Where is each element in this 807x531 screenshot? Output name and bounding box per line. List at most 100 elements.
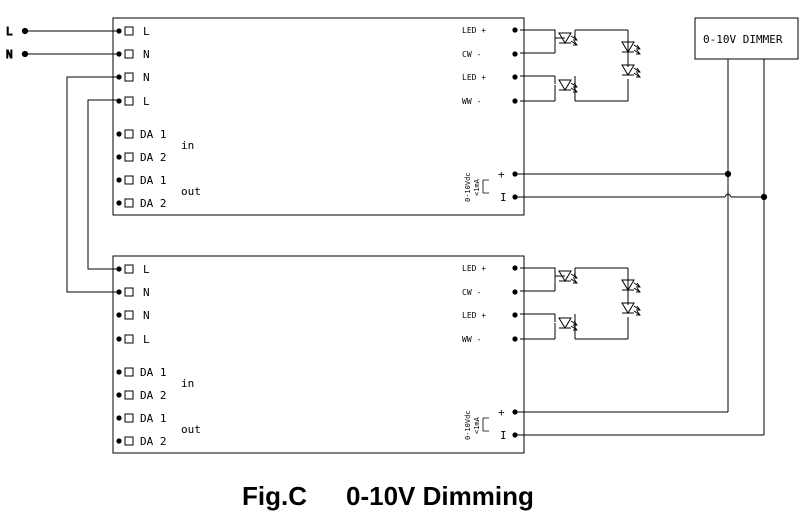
terminal-dot — [116, 28, 122, 34]
terminal-label: N — [143, 48, 150, 61]
dali-terminal-label: DA 2 — [140, 151, 167, 164]
terminal-dot — [116, 177, 122, 183]
output-terminal-label: LED + — [462, 73, 486, 82]
terminal-dot — [512, 336, 518, 342]
terminal-dot — [116, 74, 122, 80]
dim-plus-label: + — [498, 406, 505, 419]
output-terminal-label: LED + — [462, 26, 486, 35]
terminal-dot — [512, 27, 518, 33]
led-diode-icon — [621, 64, 641, 78]
dali-terminal-label: DA 2 — [140, 197, 167, 210]
terminal-square-icon — [124, 367, 134, 377]
terminal-label: L — [143, 25, 150, 38]
dali-in-label: in — [181, 139, 194, 152]
terminal-dot — [116, 200, 122, 206]
terminal-label: L — [143, 263, 150, 276]
terminal-dot — [116, 336, 122, 342]
terminal-square-icon — [124, 72, 134, 82]
terminal-dot — [512, 171, 518, 177]
terminal-dot — [116, 154, 122, 160]
dim-spec-current: <1mA — [473, 416, 481, 434]
dimmer-box — [694, 17, 799, 60]
dim-spec-current: <1mA — [473, 178, 481, 196]
terminal-dot — [512, 312, 518, 318]
terminal-square-icon — [124, 198, 134, 208]
terminal-dot — [512, 74, 518, 80]
terminal-square-icon — [124, 175, 134, 185]
terminal-dot — [512, 194, 518, 200]
led-diode-icon — [558, 317, 578, 331]
output-terminal-label: CW - — [462, 50, 481, 59]
mains-line-label: L — [6, 25, 13, 38]
terminal-dot — [116, 438, 122, 444]
terminal-square-icon — [124, 287, 134, 297]
terminal-label: L — [143, 95, 150, 108]
terminal-square-icon — [124, 390, 134, 400]
led-diode-icon — [621, 279, 641, 293]
dali-terminal-label: DA 1 — [140, 366, 167, 379]
terminal-dot — [116, 369, 122, 375]
terminal-label: L — [143, 333, 150, 346]
dali-out-label: out — [181, 423, 201, 436]
dali-out-label: out — [181, 185, 201, 198]
dim-spec-voltage: 0-10Vdc — [464, 172, 472, 202]
bus-junction-dot — [724, 170, 732, 178]
output-terminal-label: WW - — [462, 97, 481, 106]
output-terminal-label: CW - — [462, 288, 481, 297]
terminal-dot — [512, 265, 518, 271]
dali-terminal-label: DA 2 — [140, 435, 167, 448]
figure-title: 0-10V Dimming — [346, 481, 534, 511]
output-terminal-label: LED + — [462, 264, 486, 273]
figure-label: Fig.C — [242, 481, 307, 511]
terminal-label: N — [143, 71, 150, 84]
terminal-square-icon — [124, 152, 134, 162]
dim-plus-label: + — [498, 168, 505, 181]
terminal-dot — [116, 392, 122, 398]
terminal-square-icon — [124, 334, 134, 344]
dali-terminal-label: DA 2 — [140, 389, 167, 402]
terminal-dot — [116, 415, 122, 421]
terminal-square-icon — [124, 96, 134, 106]
terminal-square-icon — [124, 436, 134, 446]
dali-terminal-label: DA 1 — [140, 412, 167, 425]
terminal-dot — [512, 289, 518, 295]
terminal-label: N — [143, 286, 150, 299]
led-diode-icon — [558, 32, 578, 46]
dimmer-label: 0-10V DIMMER — [703, 33, 783, 46]
output-terminal-label: LED + — [462, 311, 486, 320]
terminal-dot — [116, 131, 122, 137]
terminal-square-icon — [124, 129, 134, 139]
terminal-square-icon — [124, 26, 134, 36]
terminal-label: N — [143, 309, 150, 322]
terminal-dot — [512, 432, 518, 438]
terminal-square-icon — [124, 49, 134, 59]
terminal-square-icon — [124, 264, 134, 274]
led-diode-icon — [558, 79, 578, 93]
dali-terminal-label: DA 1 — [140, 174, 167, 187]
led-diode-icon — [621, 302, 641, 316]
dim-minus-label: I — [500, 429, 507, 442]
terminal-dot — [116, 289, 122, 295]
dim-spec-voltage: 0-10Vdc — [464, 410, 472, 440]
led-diode-icon — [558, 270, 578, 284]
terminal-dot — [512, 51, 518, 57]
terminal-dot — [116, 266, 122, 272]
terminal-dot — [512, 409, 518, 415]
terminal-dot — [116, 312, 122, 318]
output-terminal-label: WW - — [462, 335, 481, 344]
driver-box — [112, 255, 525, 454]
dali-in-label: in — [181, 377, 194, 390]
terminal-dot — [116, 51, 122, 57]
bus-junction-dot — [760, 193, 768, 201]
terminal-square-icon — [124, 310, 134, 320]
terminal-square-icon — [124, 413, 134, 423]
led-diode-icon — [621, 41, 641, 55]
terminal-dot — [116, 98, 122, 104]
terminal-dot — [512, 98, 518, 104]
driver-box — [112, 17, 525, 216]
mains-neutral-label: N — [6, 48, 13, 61]
dim-minus-label: I — [500, 191, 507, 204]
